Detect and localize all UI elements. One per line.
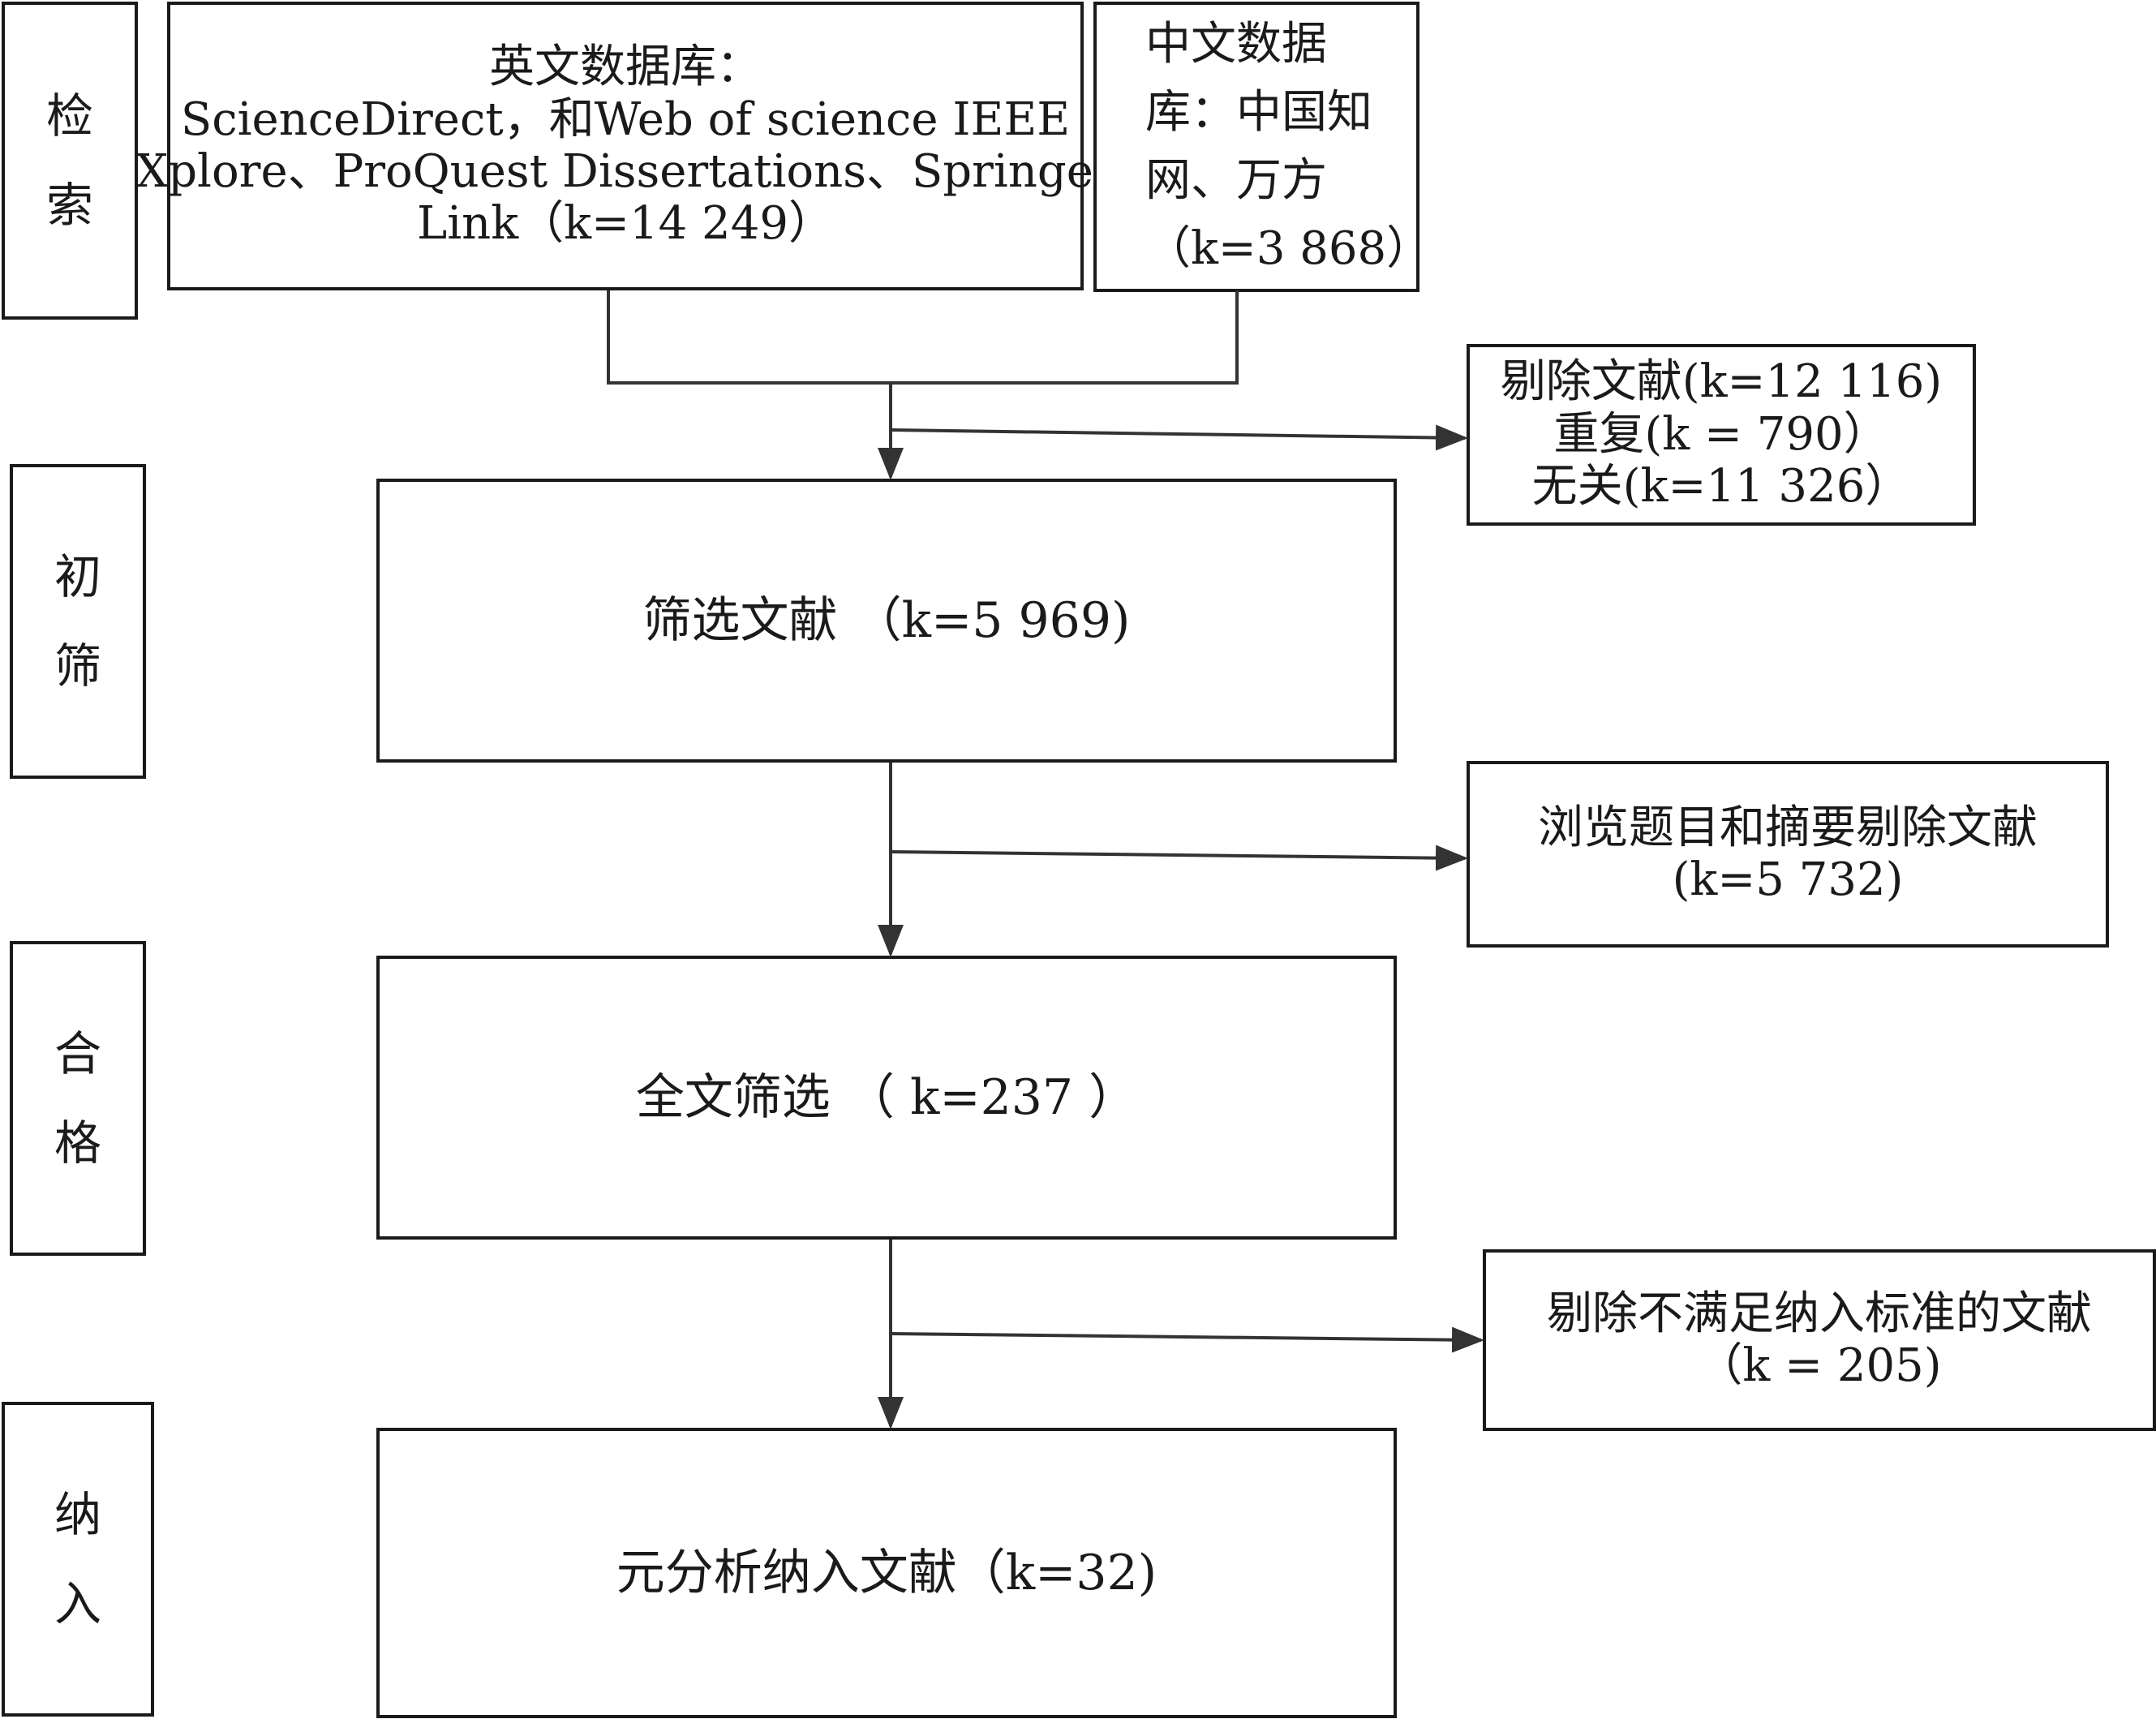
fulltext-screening-text: 全文筛选 （ k=237 ）	[635, 1068, 1138, 1126]
stage-initial-screen-char-2: 筛	[54, 638, 101, 694]
screened-records-text: 筛选文献 （k=5 969)	[642, 591, 1131, 649]
stage-retrieval-label: 检 索	[2, 2, 138, 320]
exclusion-third-line-2: （k = 205)	[1697, 1339, 1942, 1392]
stage-retrieval-char-2: 索	[45, 178, 93, 233]
fulltext-screening-box: 全文筛选 （ k=237 ）	[376, 956, 1397, 1240]
stage-eligibility-char-1: 合	[54, 1026, 101, 1081]
included-records-box: 元分析纳入文献（k=32)	[376, 1428, 1397, 1718]
chinese-databases-box: 中文数据 库：中国知 网、万方 （k=3 868）	[1093, 2, 1432, 292]
stage-inclusion-char-2: 入	[54, 1576, 101, 1631]
english-databases-line-1: 英文数据库：	[489, 41, 762, 94]
exclusion-first-line-3: 无关(k=11 326）	[1531, 460, 1911, 514]
chinese-databases-line-1: 中文数据	[1145, 18, 1327, 71]
screened-records-box: 筛选文献 （k=5 969)	[376, 479, 1397, 763]
english-databases-line-3: Xplore、ProQuest Dissertations、Springer	[135, 145, 1115, 198]
arrow-to-exclusion-third	[890, 1326, 1484, 1353]
exclusion-first-line-1: 剔除文献(k=12 116)	[1500, 355, 1943, 409]
exclusion-first-box: 剔除文献(k=12 116) 重复(k = 790） 无关(k=11 326）	[1467, 344, 1976, 526]
stage-eligibility-label: 合 格	[10, 941, 146, 1256]
stage-inclusion-label: 纳 入	[2, 1402, 154, 1717]
english-databases-line-4: Link（k=14 249）	[417, 197, 834, 251]
included-records-text: 元分析纳入文献（k=32)	[616, 1544, 1157, 1601]
exclusion-first-line-2: 重复(k = 790）	[1553, 407, 1889, 461]
exclusion-second-line-1: 浏览题目和摘要剔除文献	[1538, 801, 2038, 854]
arrow-to-exclusion-second	[890, 844, 1468, 871]
english-databases-line-2: ScienceDirect，和Web of science IEEE	[180, 92, 1071, 146]
stage-retrieval-char-1: 检	[45, 88, 93, 144]
exclusion-second-box: 浏览题目和摘要剔除文献 (k=5 732)	[1467, 761, 2109, 948]
chinese-databases-line-4: （k=3 868）	[1145, 222, 1432, 275]
stage-inclusion-char-1: 纳	[54, 1487, 101, 1542]
arrow-to-exclusion-first	[890, 424, 1468, 451]
stage-initial-screen-char-1: 初	[54, 549, 101, 604]
chinese-databases-line-3: 网、万方	[1145, 154, 1327, 207]
chinese-databases-line-2: 库：中国知	[1145, 86, 1372, 139]
stage-initial-screen-label: 初 筛	[10, 464, 146, 779]
english-databases-box: 英文数据库： ScienceDirect，和Web of science IEE…	[135, 2, 1115, 290]
source-merge-connector	[607, 290, 1239, 385]
stage-eligibility-char-2: 格	[54, 1115, 101, 1171]
exclusion-second-line-2: (k=5 732)	[1672, 853, 1904, 906]
exclusion-third-line-1: 剔除不满足纳入标准的文献	[1547, 1287, 2092, 1340]
exclusion-third-box: 剔除不满足纳入标准的文献 （k = 205)	[1483, 1249, 2156, 1431]
